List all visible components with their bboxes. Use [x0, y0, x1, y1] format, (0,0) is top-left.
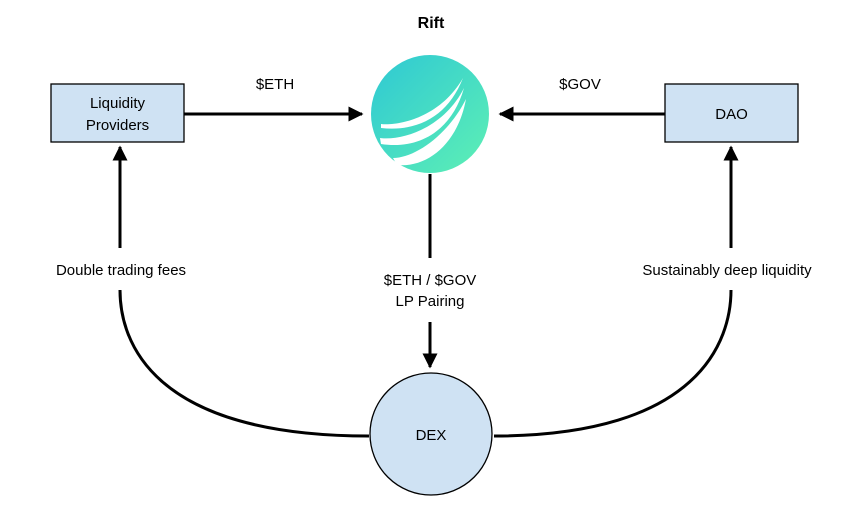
- curve-dex-to-dao: [493, 289, 733, 438]
- dao-node: DAO: [664, 83, 799, 143]
- dao-label: DAO: [715, 106, 748, 123]
- diagram-title: Rift: [418, 15, 445, 32]
- edge-label-eth-gov: $ETH / $GOV: [384, 272, 477, 289]
- liquidity-providers-label-line1: Liquidity: [90, 95, 146, 112]
- liquidity-providers-node: Liquidity Providers: [50, 83, 185, 143]
- curve-dex-to-lp: [118, 289, 370, 438]
- edge-label-double-trading-fees: Double trading fees: [56, 262, 186, 279]
- edge-label-eth: $ETH: [256, 76, 294, 93]
- dex-label: DEX: [416, 427, 447, 444]
- edge-label-sustainably-deep-liquidity: Sustainably deep liquidity: [642, 262, 812, 279]
- dex-node: DEX: [369, 372, 493, 496]
- rift-logo-icon: [371, 55, 489, 173]
- edge-label-gov: $GOV: [559, 76, 601, 93]
- liquidity-providers-label-line2: Providers: [86, 117, 149, 134]
- edge-label-lp-pairing: LP Pairing: [396, 293, 465, 310]
